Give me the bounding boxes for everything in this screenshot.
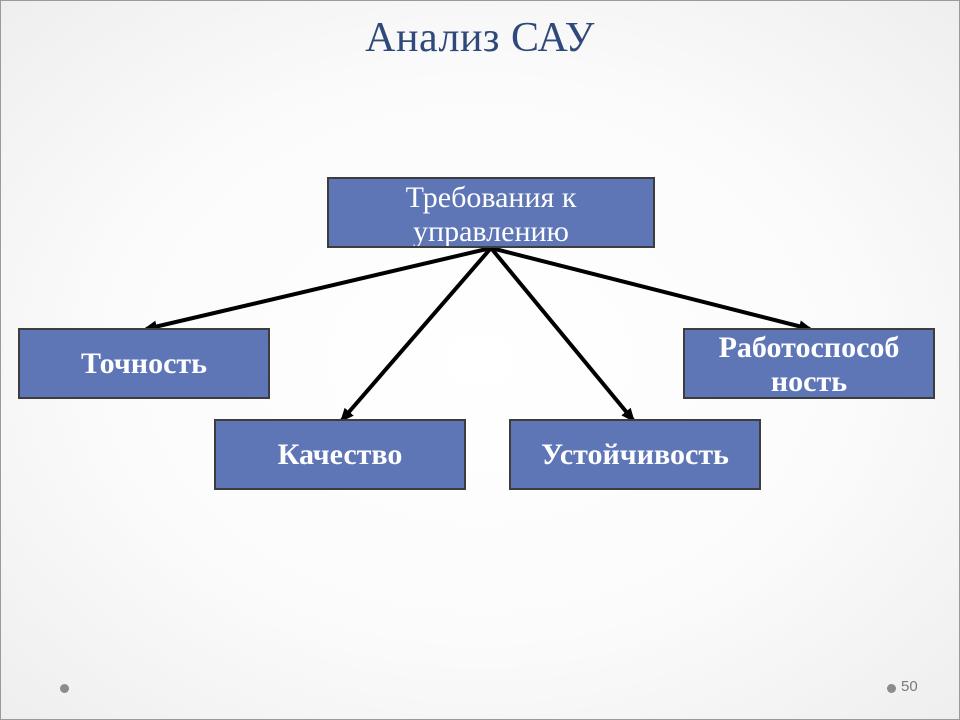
root-node-label-line2: управлению: [413, 215, 569, 248]
arrow-to-accuracy: [143, 246, 492, 333]
slide-title: Анализ САУ: [365, 15, 595, 61]
stability-node-label: Устойчивость: [541, 437, 729, 471]
performance-node-label-line1: Работоспособ: [718, 331, 900, 364]
accuracy-node-box: Точность: [18, 328, 270, 399]
root-node-label-line1: Требования к: [405, 181, 577, 214]
decorative-dot-right: [887, 684, 896, 693]
accuracy-node-label: Точность: [80, 346, 207, 380]
quality-node-label: Качество: [277, 437, 403, 471]
root-node-box: Требования к управлению: [327, 177, 655, 248]
arrow-to-performance: [490, 246, 813, 333]
arrow-to-stability: [489, 246, 635, 423]
arrow-to-quality: [340, 246, 493, 423]
page-number: 50: [901, 678, 918, 695]
decorative-dot-left: [60, 684, 69, 693]
performance-node-label-line2: ность: [770, 365, 848, 398]
stability-node-box: Устойчивость: [509, 419, 761, 490]
quality-node-box: Качество: [214, 419, 466, 490]
performance-node-box: Работоспособ ность: [683, 328, 935, 399]
